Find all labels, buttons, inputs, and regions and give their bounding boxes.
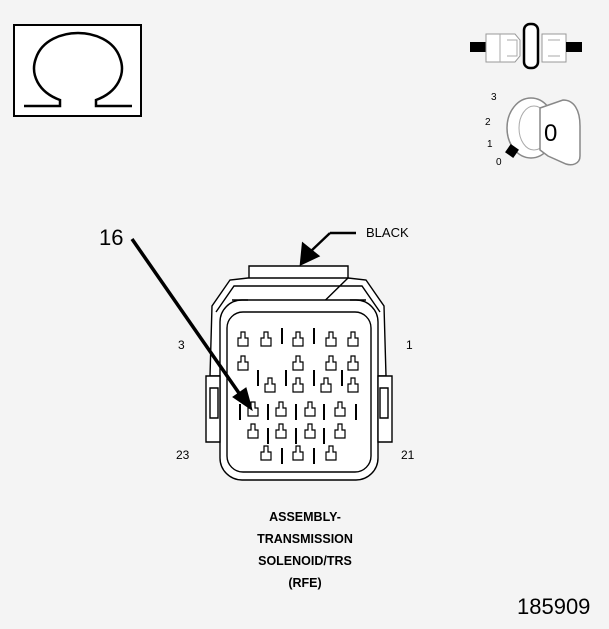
pin-slot bbox=[257, 370, 259, 386]
connector-cavities bbox=[237, 331, 359, 461]
pin-slot bbox=[285, 370, 287, 386]
terminal-cavity bbox=[334, 401, 346, 417]
terminal-cavity bbox=[347, 331, 359, 347]
connector-pin-slots bbox=[239, 328, 357, 464]
terminal-cavity bbox=[260, 445, 272, 461]
terminal-cavity bbox=[292, 377, 304, 393]
terminal-cavity bbox=[347, 355, 359, 371]
disconnected-connector-icon bbox=[470, 22, 582, 70]
terminal-cavity bbox=[325, 355, 337, 371]
pin-slot bbox=[281, 448, 283, 464]
pin-slot bbox=[239, 404, 241, 420]
terminal-cavity bbox=[292, 445, 304, 461]
terminal-cavity bbox=[264, 377, 276, 393]
pin-slot bbox=[295, 404, 297, 420]
terminal-cavity bbox=[260, 331, 272, 347]
pin-slot bbox=[355, 404, 357, 420]
pin-label-top-left: 3 bbox=[178, 338, 185, 352]
pin-slot bbox=[323, 428, 325, 444]
ohm-icon bbox=[13, 24, 142, 117]
terminal-cavity bbox=[275, 423, 287, 439]
terminal-cavity bbox=[325, 331, 337, 347]
color-label-leader bbox=[299, 231, 356, 266]
connector-color-label: BLACK bbox=[366, 225, 409, 240]
pin-slot bbox=[313, 370, 315, 386]
connector-title-line: TRANSMISSION bbox=[257, 532, 353, 546]
terminal-cavity bbox=[292, 331, 304, 347]
terminal-cavity bbox=[325, 445, 337, 461]
connector-title-line: ASSEMBLY- bbox=[269, 510, 341, 524]
ignition-key-label: 0 bbox=[544, 120, 558, 147]
terminal-cavity bbox=[334, 423, 346, 439]
ignition-position-2: 2 bbox=[485, 117, 491, 128]
ignition-position-0: 0 bbox=[496, 157, 502, 168]
terminal-cavity bbox=[304, 423, 316, 439]
pin-slot bbox=[341, 370, 343, 386]
terminal-cavity bbox=[275, 401, 287, 417]
terminal-cavity bbox=[247, 423, 259, 439]
figure-id: 185909 bbox=[517, 594, 591, 619]
terminal-cavity bbox=[292, 355, 304, 371]
pin-slot bbox=[281, 328, 283, 344]
connector-title: ASSEMBLY- TRANSMISSION SOLENOID/TRS (RFE… bbox=[200, 506, 410, 594]
callout-arrow bbox=[130, 238, 253, 412]
connector-title-line: SOLENOID/TRS bbox=[258, 554, 352, 568]
pin-slot bbox=[313, 328, 315, 344]
pin-slot bbox=[313, 448, 315, 464]
ignition-position-1: 1 bbox=[487, 139, 493, 150]
connector-title-line: (RFE) bbox=[288, 576, 322, 590]
ignition-key-icon bbox=[505, 97, 581, 166]
terminal-cavity bbox=[347, 377, 359, 393]
terminal-cavity bbox=[237, 331, 249, 347]
pin-label-bottom-left: 23 bbox=[176, 448, 190, 462]
terminal-cavity bbox=[304, 401, 316, 417]
terminal-cavity bbox=[320, 377, 332, 393]
pin-slot bbox=[267, 404, 269, 420]
callout-pin-number: 16 bbox=[99, 225, 124, 250]
pin-slot bbox=[267, 428, 269, 444]
terminal-cavity bbox=[237, 355, 249, 371]
pin-label-bottom-right: 21 bbox=[401, 448, 415, 462]
pin-slot bbox=[323, 404, 325, 420]
pin-slot bbox=[295, 428, 297, 444]
pin-label-top-right: 1 bbox=[406, 338, 413, 352]
ignition-position-3: 3 bbox=[491, 92, 497, 103]
